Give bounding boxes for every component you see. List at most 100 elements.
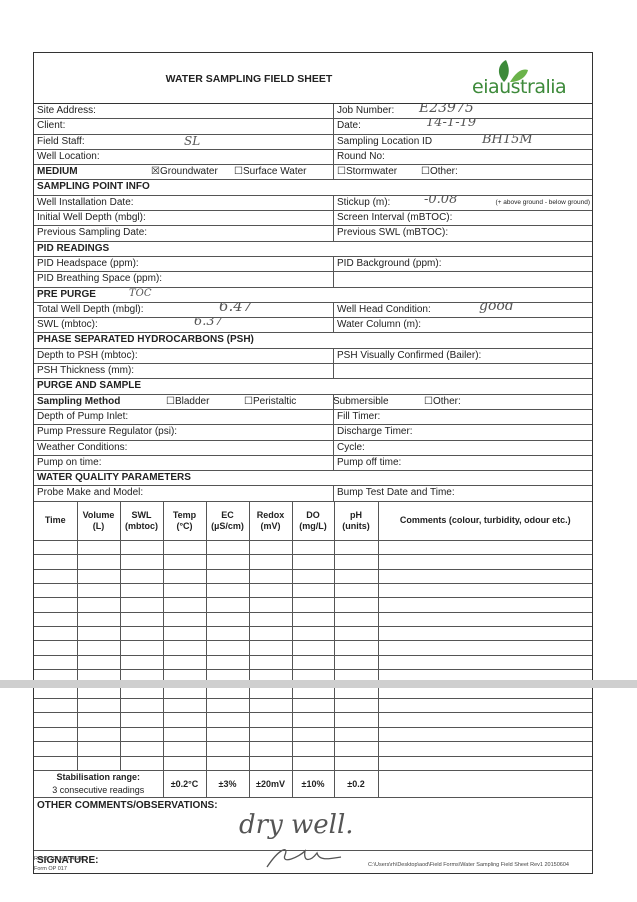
table-cell[interactable] (120, 712, 164, 728)
table-cell[interactable] (334, 756, 379, 771)
bladder-checkbox[interactable]: ☐Bladder (166, 395, 210, 407)
psh-depth-field[interactable]: Depth to PSH (mbtoc): (34, 348, 334, 364)
table-cell[interactable] (334, 569, 379, 584)
table-cell[interactable] (334, 540, 379, 556)
table-cell[interactable] (163, 583, 207, 599)
bump-test-field[interactable]: Bump Test Date and Time: (337, 487, 455, 499)
table-cell[interactable] (249, 540, 293, 556)
prev-swl-field[interactable]: Previous SWL (mBTOC): (337, 227, 449, 239)
signature-section[interactable]: SIGNATURE: (34, 848, 592, 873)
table-cell[interactable] (77, 712, 121, 728)
table-cell[interactable] (206, 727, 250, 743)
table-cell[interactable] (163, 569, 207, 584)
table-cell[interactable] (120, 655, 164, 671)
table-cell[interactable] (249, 640, 293, 656)
table-cell[interactable] (120, 540, 164, 556)
table-cell[interactable] (34, 756, 78, 771)
table-cell[interactable] (34, 569, 78, 584)
table-cell[interactable] (334, 640, 379, 656)
fill-timer-field[interactable]: Fill Timer: (337, 410, 381, 422)
table-cell[interactable] (378, 655, 592, 671)
stickup-field[interactable]: Stickup (m):-0.08(+ above ground - below… (334, 196, 592, 210)
well-location-field[interactable]: Well Location: (34, 149, 334, 165)
table-cell[interactable] (378, 741, 592, 757)
table-cell[interactable] (77, 626, 121, 642)
table-cell[interactable] (378, 756, 592, 771)
table-cell[interactable] (163, 741, 207, 757)
well-head-field[interactable]: Well Head Condition:good (334, 303, 592, 317)
psh-thickness-field[interactable]: PSH Thickness (mm): (34, 364, 334, 379)
table-cell[interactable] (34, 554, 78, 570)
table-cell[interactable] (34, 741, 78, 757)
table-cell[interactable] (292, 727, 335, 743)
table-cell[interactable] (34, 626, 78, 642)
table-cell[interactable] (249, 756, 293, 771)
table-cell[interactable] (334, 597, 379, 613)
psh-visual-field[interactable]: PSH Visually Confirmed (Bailer): (337, 349, 482, 361)
table-cell[interactable] (292, 698, 335, 714)
pump-inlet-field[interactable]: Depth of Pump Inlet: (34, 409, 334, 425)
pid-headspace-field[interactable]: PID Headspace (ppm): (34, 256, 334, 272)
table-cell[interactable] (249, 569, 293, 584)
table-cell[interactable] (206, 554, 250, 570)
table-cell[interactable] (120, 554, 164, 570)
table-cell[interactable] (163, 626, 207, 642)
table-cell[interactable] (378, 698, 592, 714)
table-cell[interactable] (163, 712, 207, 728)
table-cell[interactable] (206, 583, 250, 599)
table-cell[interactable] (34, 640, 78, 656)
table-cell[interactable] (120, 727, 164, 743)
table-cell[interactable] (292, 712, 335, 728)
table-cell[interactable] (163, 554, 207, 570)
table-cell[interactable] (378, 597, 592, 613)
pump-pressure-field[interactable]: Pump Pressure Regulator (psi): (34, 425, 334, 440)
table-cell[interactable] (34, 540, 78, 556)
table-cell[interactable] (249, 712, 293, 728)
table-cell[interactable] (378, 612, 592, 628)
table-cell[interactable] (292, 554, 335, 570)
table-cell[interactable] (249, 583, 293, 599)
table-cell[interactable] (163, 655, 207, 671)
job-number-field[interactable]: Job Number:E23975 (334, 104, 592, 118)
table-cell[interactable] (334, 554, 379, 570)
table-cell[interactable] (249, 626, 293, 642)
table-cell[interactable] (120, 640, 164, 656)
table-cell[interactable] (292, 655, 335, 671)
table-cell[interactable] (292, 540, 335, 556)
table-cell[interactable] (249, 727, 293, 743)
table-cell[interactable] (77, 612, 121, 628)
table-cell[interactable] (163, 597, 207, 613)
table-cell[interactable] (163, 727, 207, 743)
comments-section[interactable]: OTHER COMMENTS/OBSERVATIONS: dry well. (34, 798, 592, 851)
table-cell[interactable] (34, 712, 78, 728)
table-cell[interactable] (77, 756, 121, 771)
pid-background-field[interactable]: PID Background (ppm): (337, 257, 442, 269)
date-field[interactable]: Date:14-1-19 (334, 119, 592, 133)
table-cell[interactable] (120, 597, 164, 613)
table-cell[interactable] (77, 540, 121, 556)
table-cell[interactable] (120, 569, 164, 584)
table-cell[interactable] (378, 626, 592, 642)
table-cell[interactable] (163, 756, 207, 771)
cycle-field[interactable]: Cycle: (337, 441, 365, 453)
table-cell[interactable] (334, 741, 379, 757)
table-cell[interactable] (334, 712, 379, 728)
probe-field[interactable]: Probe Make and Model: (34, 486, 334, 501)
table-cell[interactable] (163, 612, 207, 628)
field-staff-field[interactable]: Field Staff:SL (34, 134, 334, 149)
table-cell[interactable] (77, 698, 121, 714)
table-cell[interactable] (120, 756, 164, 771)
client-field[interactable]: Client: (34, 119, 334, 134)
table-cell[interactable] (292, 583, 335, 599)
peristaltic-checkbox[interactable]: ☐Peristaltic (244, 395, 297, 407)
table-cell[interactable] (120, 583, 164, 599)
table-cell[interactable] (163, 540, 207, 556)
table-cell[interactable] (120, 626, 164, 642)
submersible-checkbox[interactable]: ☐Submersible (334, 395, 389, 407)
table-cell[interactable] (292, 741, 335, 757)
swl-field[interactable]: SWL (mbtoc):6.37 (34, 318, 334, 333)
site-address-field[interactable]: Site Address: (34, 104, 334, 119)
table-cell[interactable] (249, 554, 293, 570)
table-cell[interactable] (120, 698, 164, 714)
